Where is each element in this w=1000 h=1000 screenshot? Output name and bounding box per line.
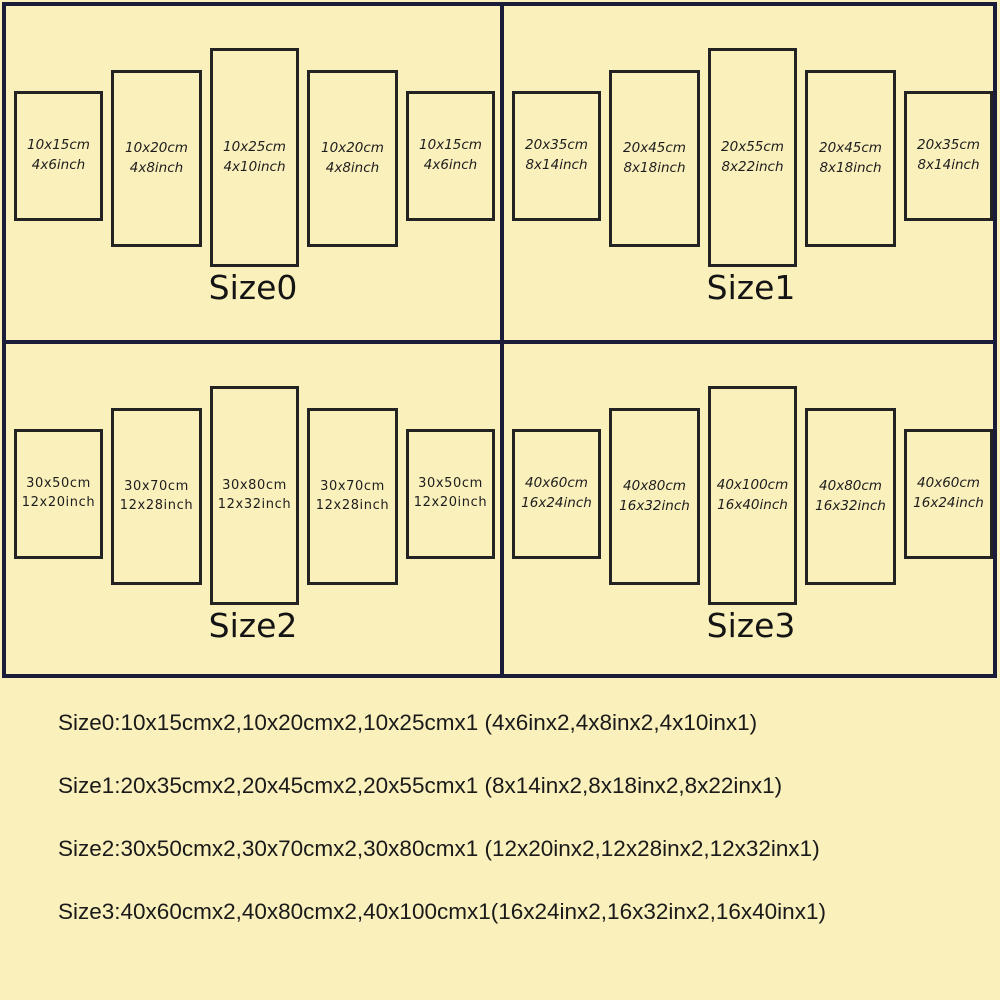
- panel-cm-label: 30x50cm: [26, 476, 91, 492]
- panel-inch-label: 12x20inch: [413, 495, 488, 510]
- panel-cm-label: 40x60cm: [917, 475, 980, 492]
- canvas-panel: 10x15cm 4x6inch: [14, 91, 103, 221]
- panel-inch-label: 8x18inch: [623, 159, 686, 176]
- canvas-panel: 30x70cm 12x28inch: [111, 408, 202, 585]
- canvas-panel: 10x20cm 4x8inch: [111, 70, 202, 247]
- panel-group-size3: 40x60cm 16x24inch 40x80cm 16x32inch 40x1…: [504, 344, 998, 606]
- panel-cm-label: 20x35cm: [917, 137, 980, 154]
- canvas-panel: 40x60cm 16x24inch: [904, 429, 993, 559]
- panel-group-size2: 30x50cm 12x20inch 30x70cm 12x28inch 30x8…: [6, 344, 500, 606]
- panel-group-size0: 10x15cm 4x6inch 10x20cm 4x8inch 10x25cm …: [6, 6, 500, 268]
- quadrant-title-size0: Size0: [208, 268, 298, 307]
- panel-inch-label: 16x40inch: [717, 496, 788, 513]
- canvas-panel: 40x80cm 16x32inch: [805, 408, 896, 585]
- panel-cm-label: 20x45cm: [819, 139, 882, 156]
- panel-cm-label: 30x70cm: [320, 478, 385, 494]
- quadrant-size3: 40x60cm 16x24inch 40x80cm 16x32inch 40x1…: [504, 344, 998, 678]
- panel-inch-label: 16x32inch: [815, 497, 886, 514]
- canvas-panel: 20x35cm 8x14inch: [512, 91, 601, 221]
- quadrant-size2: 30x50cm 12x20inch 30x70cm 12x28inch 30x8…: [6, 344, 500, 678]
- panel-inch-label: 8x14inch: [525, 157, 588, 173]
- canvas-panel: 20x55cm 8x22inch: [708, 48, 797, 267]
- panel-cm-label: 10x20cm: [125, 139, 188, 156]
- panel-cm-label: 20x35cm: [525, 137, 588, 154]
- panel-inch-label: 12x28inch: [315, 497, 390, 513]
- panel-cm-label: 40x80cm: [819, 477, 882, 494]
- panel-inch-label: 4x8inch: [129, 159, 184, 176]
- legend-line-size3: Size3:40x60cmx2,40x80cmx2,40x100cmx1(16x…: [58, 899, 826, 924]
- canvas-panel: 40x80cm 16x32inch: [609, 408, 700, 585]
- panel-inch-label: 12x28inch: [119, 497, 194, 513]
- size-grid-box: 10x15cm 4x6inch 10x20cm 4x8inch 10x25cm …: [2, 2, 997, 678]
- panel-cm-label: 30x50cm: [418, 476, 483, 492]
- quadrant-title-size2: Size2: [208, 606, 298, 645]
- panel-cm-label: 10x15cm: [27, 137, 90, 154]
- panel-inch-label: 16x24inch: [913, 495, 984, 511]
- panel-cm-label: 40x80cm: [623, 477, 686, 494]
- panel-inch-label: 16x24inch: [521, 495, 592, 511]
- panel-inch-label: 8x22inch: [721, 158, 784, 175]
- panel-group-size1: 20x35cm 8x14inch 20x45cm 8x18inch 20x55c…: [504, 6, 998, 268]
- panel-inch-label: 12x32inch: [217, 496, 292, 512]
- legend-block: Size0:10x15cmx2,10x20cmx2,10x25cmx1 (4x6…: [58, 700, 988, 952]
- grid-horizontal-divider: [6, 340, 993, 344]
- panel-cm-label: 20x55cm: [721, 138, 784, 155]
- legend-line-size0: Size0:10x15cmx2,10x20cmx2,10x25cmx1 (4x6…: [58, 710, 758, 735]
- panel-inch-label: 4x6inch: [423, 157, 478, 173]
- quadrant-size0: 10x15cm 4x6inch 10x20cm 4x8inch 10x25cm …: [6, 6, 500, 340]
- panel-inch-label: 4x8inch: [325, 159, 380, 176]
- canvas-panel: 10x20cm 4x8inch: [307, 70, 398, 247]
- canvas-panel: 20x45cm 8x18inch: [805, 70, 896, 247]
- panel-inch-label: 4x10inch: [223, 158, 286, 175]
- quadrant-size1: 20x35cm 8x14inch 20x45cm 8x18inch 20x55c…: [504, 6, 998, 340]
- quadrant-title-size3: Size3: [706, 606, 796, 645]
- canvas-panel: 30x70cm 12x28inch: [307, 408, 398, 585]
- canvas-panel: 30x50cm 12x20inch: [406, 429, 495, 559]
- canvas-panel: 40x100cm 16x40inch: [708, 386, 797, 605]
- canvas-panel: 10x15cm 4x6inch: [406, 91, 495, 221]
- panel-inch-label: 16x32inch: [619, 497, 690, 514]
- canvas-panel: 30x50cm 12x20inch: [14, 429, 103, 559]
- panel-inch-label: 8x18inch: [819, 159, 882, 176]
- canvas-panel: 20x45cm 8x18inch: [609, 70, 700, 247]
- panel-cm-label: 30x70cm: [124, 478, 189, 494]
- panel-cm-label: 40x60cm: [525, 475, 588, 492]
- panel-inch-label: 8x14inch: [917, 157, 980, 173]
- panel-inch-label: 4x6inch: [31, 157, 86, 173]
- quadrant-title-size1: Size1: [706, 268, 796, 307]
- panel-cm-label: 20x45cm: [623, 139, 686, 156]
- panel-cm-label: 10x20cm: [321, 139, 384, 156]
- panel-inch-label: 12x20inch: [21, 495, 96, 510]
- panel-cm-label: 10x15cm: [419, 137, 482, 154]
- canvas-panel: 10x25cm 4x10inch: [210, 48, 299, 267]
- panel-cm-label: 40x100cm: [716, 476, 789, 493]
- canvas-panel: 20x35cm 8x14inch: [904, 91, 993, 221]
- canvas-panel: 30x80cm 12x32inch: [210, 386, 299, 605]
- panel-cm-label: 30x80cm: [222, 477, 287, 493]
- canvas-panel: 40x60cm 16x24inch: [512, 429, 601, 559]
- legend-line-size2: Size2:30x50cmx2,30x70cmx2,30x80cmx1 (12x…: [58, 836, 820, 861]
- legend-line-size1: Size1:20x35cmx2,20x45cmx2,20x55cmx1 (8x1…: [58, 773, 783, 798]
- panel-cm-label: 10x25cm: [223, 138, 286, 155]
